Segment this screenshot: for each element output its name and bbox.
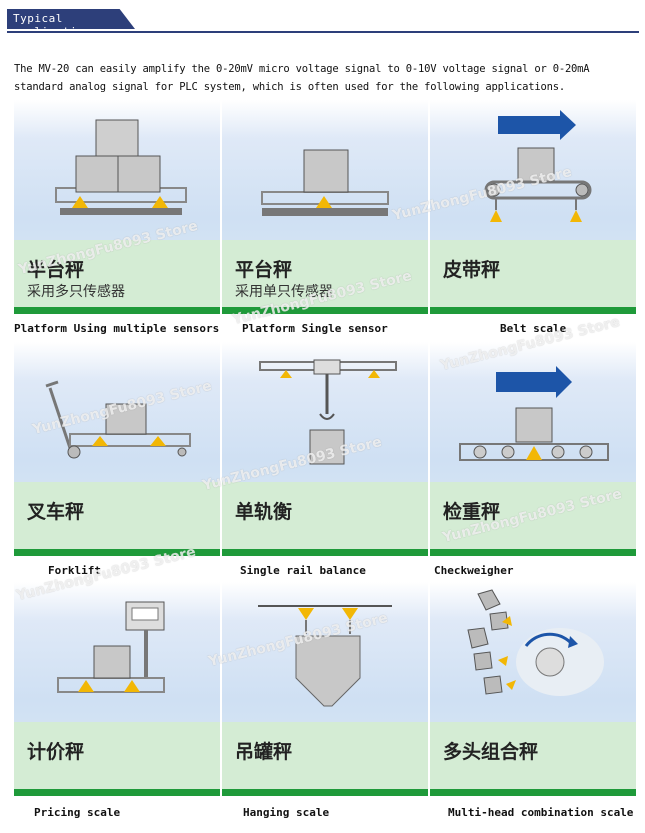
- application-cell-platform-multi: 半台秤 采用多只传感器: [14, 100, 220, 314]
- caption-hanging: Hanging scale: [243, 806, 330, 819]
- application-cell-checkweigher: 检重秤: [430, 342, 636, 556]
- green-bar: [430, 789, 636, 796]
- label-band: [14, 482, 220, 549]
- application-cell-hanging: 吊罐秤: [222, 582, 428, 796]
- cell-title: 多头组合秤: [443, 741, 539, 763]
- green-bar: [430, 307, 636, 314]
- cell-title: 计价秤: [27, 741, 85, 763]
- green-bar: [222, 789, 428, 796]
- application-cell-pricing: 计价秤: [14, 582, 220, 796]
- caption-multihead: Multi-head combination scale: [448, 806, 634, 819]
- caption-single-rail: Single rail balance: [240, 564, 366, 577]
- cell-title: 吊罐秤: [235, 741, 293, 763]
- section-header-title: Typical application: [13, 12, 92, 38]
- caption-forklift: Forklift: [48, 564, 101, 577]
- label-band: [222, 240, 428, 307]
- cell-title: 检重秤: [443, 501, 501, 523]
- cell-title: 单轨衡: [235, 501, 293, 523]
- label-band: [222, 722, 428, 789]
- green-bar: [222, 549, 428, 556]
- checkweigher-icon: [459, 366, 609, 461]
- application-cell-multihead: 多头组合秤: [430, 582, 636, 796]
- single-rail-balance-icon: [259, 359, 397, 465]
- platform-single-sensor-icon: [261, 149, 389, 216]
- caption-checkweigher: Checkweigher: [434, 564, 514, 577]
- caption-platform-single: Platform Single sensor: [242, 322, 388, 335]
- application-cell-forklift: 叉车秤: [14, 342, 220, 556]
- green-bar: [14, 789, 220, 796]
- cell-title: 半台秤: [27, 259, 85, 281]
- label-band: [430, 722, 636, 789]
- label-band: [14, 240, 220, 307]
- label-band: [14, 722, 220, 789]
- platform-multi-sensor-icon: [55, 119, 187, 215]
- section-header-tab: Typical application: [7, 9, 135, 29]
- cell-title: 平台秤: [235, 259, 293, 281]
- multihead-combination-scale-icon: [467, 589, 604, 696]
- cell-subtitle: 采用单只传感器: [235, 284, 333, 300]
- label-band: [430, 482, 636, 549]
- hanging-tank-scale-icon: [258, 605, 392, 707]
- cell-subtitle: 采用多只传感器: [27, 284, 125, 300]
- green-bar: [14, 549, 220, 556]
- caption-belt: Belt scale: [500, 322, 567, 335]
- green-bar: [430, 549, 636, 556]
- header-divider: [7, 31, 639, 33]
- belt-scale-icon: [484, 110, 592, 222]
- caption-pricing: Pricing scale: [34, 806, 121, 819]
- green-bar: [14, 307, 220, 314]
- label-band: [222, 482, 428, 549]
- label-band: [430, 240, 636, 307]
- forklift-scale-icon: [45, 380, 191, 459]
- application-cell-belt: 皮带秤: [430, 100, 636, 314]
- cell-title: 皮带秤: [443, 259, 501, 281]
- pricing-scale-icon: [57, 601, 165, 693]
- green-bar: [222, 307, 428, 314]
- application-cell-single-rail: 单轨衡: [222, 342, 428, 556]
- caption-platform-multi: Platform Using multiple sensors: [14, 322, 220, 335]
- intro-paragraph: The MV-20 can easily amplify the 0-20mV …: [14, 63, 590, 93]
- application-cell-platform-single: 平台秤 采用单只传感器: [222, 100, 428, 314]
- cell-title: 叉车秤: [27, 501, 85, 523]
